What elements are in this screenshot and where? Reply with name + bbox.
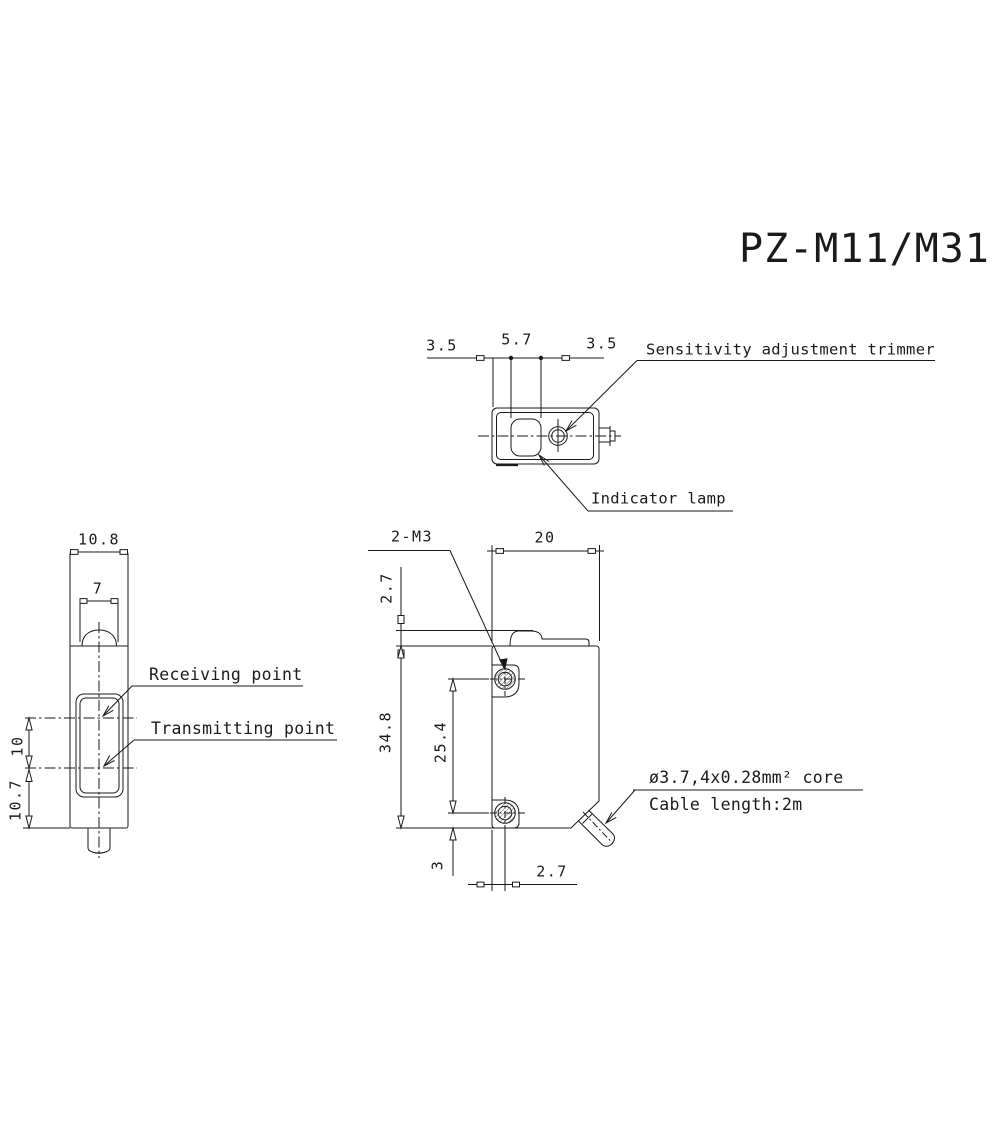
mounting-hole-bottom — [490, 797, 526, 830]
dim-top-middle: 5.7 — [501, 330, 533, 349]
dim-screw-spec: 2-M3 — [390, 527, 434, 546]
mounting-hole-top — [490, 663, 526, 697]
dim-top-offset: 2.7 — [377, 572, 396, 604]
front-view-dimensions — [368, 545, 604, 891]
label-receiving-point: Receiving point — [149, 664, 303, 684]
trimmer-leader — [566, 361, 935, 432]
optical-window-outline — [76, 694, 123, 797]
dim-front-width: 20 — [534, 528, 556, 547]
label-cable-length: Cable length:2m — [649, 794, 803, 814]
label-transmitting-point: Transmitting point — [151, 718, 336, 738]
label-indicator-lamp: Indicator lamp — [591, 489, 726, 508]
indicator-lamp-outline — [511, 419, 541, 456]
dim-hole-inset: 2.7 — [536, 862, 568, 881]
top-view-inner-outline — [497, 413, 594, 460]
top-view-dimensions — [427, 356, 604, 418]
dim-lens-width: 7 — [92, 579, 104, 598]
transmitting-leader — [104, 740, 337, 766]
cable-leader — [606, 790, 863, 823]
dim-side-width: 10.8 — [77, 530, 121, 549]
front-view-outline — [492, 646, 599, 828]
cable-stub — [88, 828, 110, 853]
page-title: PZ-M11/M31 — [739, 226, 990, 272]
dim-receive-offset: 10 — [8, 735, 27, 757]
dim-hole-bottom-offset: 3 — [428, 859, 447, 871]
front-view-drawing — [368, 545, 863, 891]
label-cable-spec: ø3.7,4x0.28mm² core — [649, 767, 844, 787]
dim-top-right: 3.5 — [586, 334, 618, 353]
lens-dome-front — [510, 631, 589, 646]
side-view-dimensions — [26, 550, 128, 828]
receiving-leader — [103, 686, 303, 716]
cable — [578, 810, 615, 846]
top-view-drawing — [427, 356, 935, 511]
label-sensitivity-trimmer: Sensitivity adjustment trimmer — [646, 340, 935, 359]
dim-hole-pitch: 25.4 — [431, 720, 450, 764]
dim-transmit-offset: 10.7 — [6, 778, 25, 822]
side-view-drawing — [23, 550, 337, 858]
dim-body-height: 34.8 — [376, 710, 395, 754]
dim-top-left: 3.5 — [426, 336, 458, 355]
lamp-leader — [539, 455, 733, 511]
